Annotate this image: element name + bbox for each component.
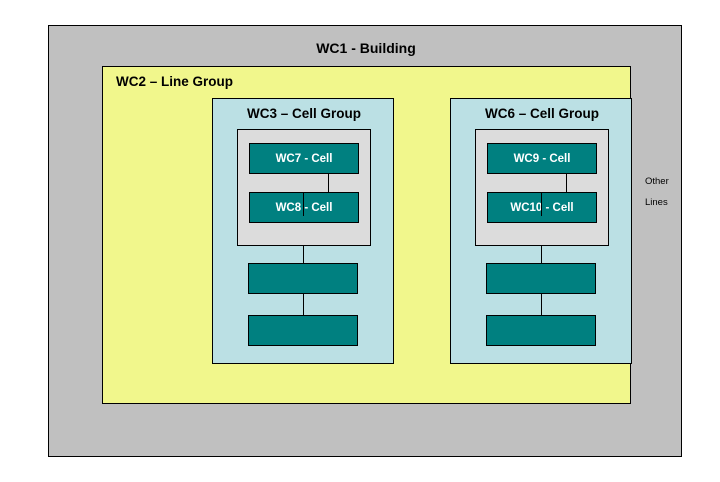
cell-box-wc9[interactable]: WC9 - Cell	[487, 143, 597, 174]
connector-wc9-wc10	[566, 174, 567, 192]
connector-panel-to-box3-right	[541, 246, 542, 263]
cell-panel-wc6: WC9 - Cell WC10 - Cell	[475, 129, 609, 246]
cell-group-title-wc6: WC6 – Cell Group	[484, 106, 599, 121]
other-lines-line2: Lines	[645, 197, 668, 208]
other-lines-annotation: Other Lines	[645, 171, 669, 213]
connector-box3-box4-right	[541, 294, 542, 315]
building-title: WC1 - Building	[316, 40, 416, 56]
cell-panel-wc3: WC7 - Cell WC8 - Cell	[237, 129, 371, 246]
connector-wc8-down	[303, 192, 304, 216]
other-lines-line1: Other	[645, 176, 669, 187]
connector-wc10-down	[541, 192, 542, 216]
cell-box-wc3-extra-2[interactable]	[248, 315, 358, 346]
cell-group-container-wc6[interactable]: WC6 – Cell Group WC9 - Cell WC10 - Cell	[450, 98, 632, 364]
cell-box-wc3-extra-1[interactable]	[248, 263, 358, 294]
building-container-wc1[interactable]: WC1 - Building WC2 – Line Group WC3 – Ce…	[48, 25, 682, 457]
cell-box-wc6-extra-1[interactable]	[486, 263, 596, 294]
cell-group-title-wc3: WC3 – Cell Group	[246, 106, 361, 121]
connector-box3-box4	[303, 294, 304, 315]
cell-box-wc6-extra-2[interactable]	[486, 315, 596, 346]
cell-box-wc8[interactable]: WC8 - Cell	[249, 192, 359, 223]
connector-wc7-wc8	[328, 174, 329, 192]
line-group-title: WC2 – Line Group	[116, 74, 234, 89]
cell-box-wc7[interactable]: WC7 - Cell	[249, 143, 359, 174]
connector-panel-to-box3	[303, 246, 304, 263]
cell-box-wc10[interactable]: WC10 - Cell	[487, 192, 597, 223]
line-group-container-wc2[interactable]: WC2 – Line Group WC3 – Cell Group WC7 - …	[102, 66, 632, 404]
cell-group-container-wc3[interactable]: WC3 – Cell Group WC7 - Cell WC8 - Cell	[212, 98, 394, 364]
